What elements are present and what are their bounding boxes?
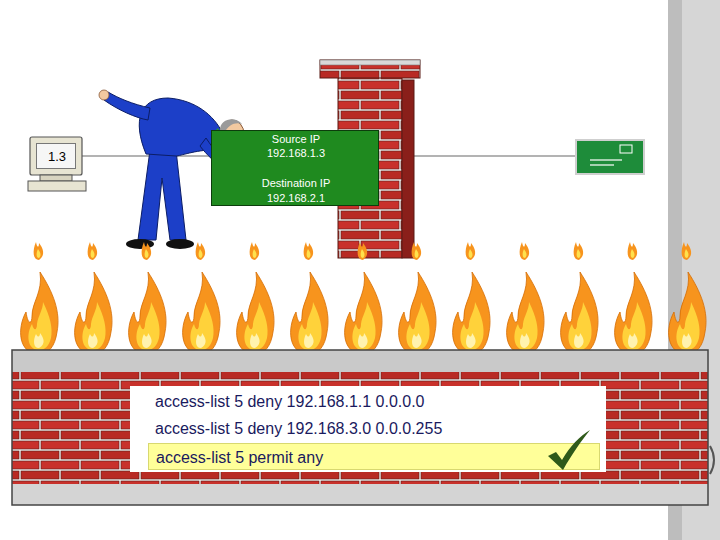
fire-row — [12, 236, 708, 356]
acl-rule-highlight: access-list 5 permit any — [148, 443, 600, 470]
monitor-screen: 1.3 — [36, 143, 76, 169]
node-text: 192.168.1.3 — [212, 147, 380, 160]
node-text: Source IP — [212, 133, 380, 146]
node-text: access-list 5 deny 192.168.1.1 0.0.0.0 — [155, 392, 595, 411]
node-text: access-list 5 permit any — [156, 448, 556, 467]
check-mark — [548, 430, 590, 470]
packet-header-box: Source IP192.168.1.3Destination IP 192.16… — [211, 130, 379, 206]
firewall-band — [12, 350, 708, 505]
packet-envelope — [576, 140, 644, 174]
acl-panel: access-list 5 deny 192.168.1.1 0.0.0.0 ac… — [130, 386, 606, 472]
node-text: access-list 5 deny 192.168.3.0 0.0.0.255 — [155, 419, 595, 438]
node-text: 192.168.2.1 — [212, 192, 380, 205]
computer-icon — [28, 137, 86, 191]
node-text: 1.3 — [37, 149, 77, 165]
edge-bracket — [710, 446, 714, 474]
node-text: Destination IP — [212, 177, 380, 190]
